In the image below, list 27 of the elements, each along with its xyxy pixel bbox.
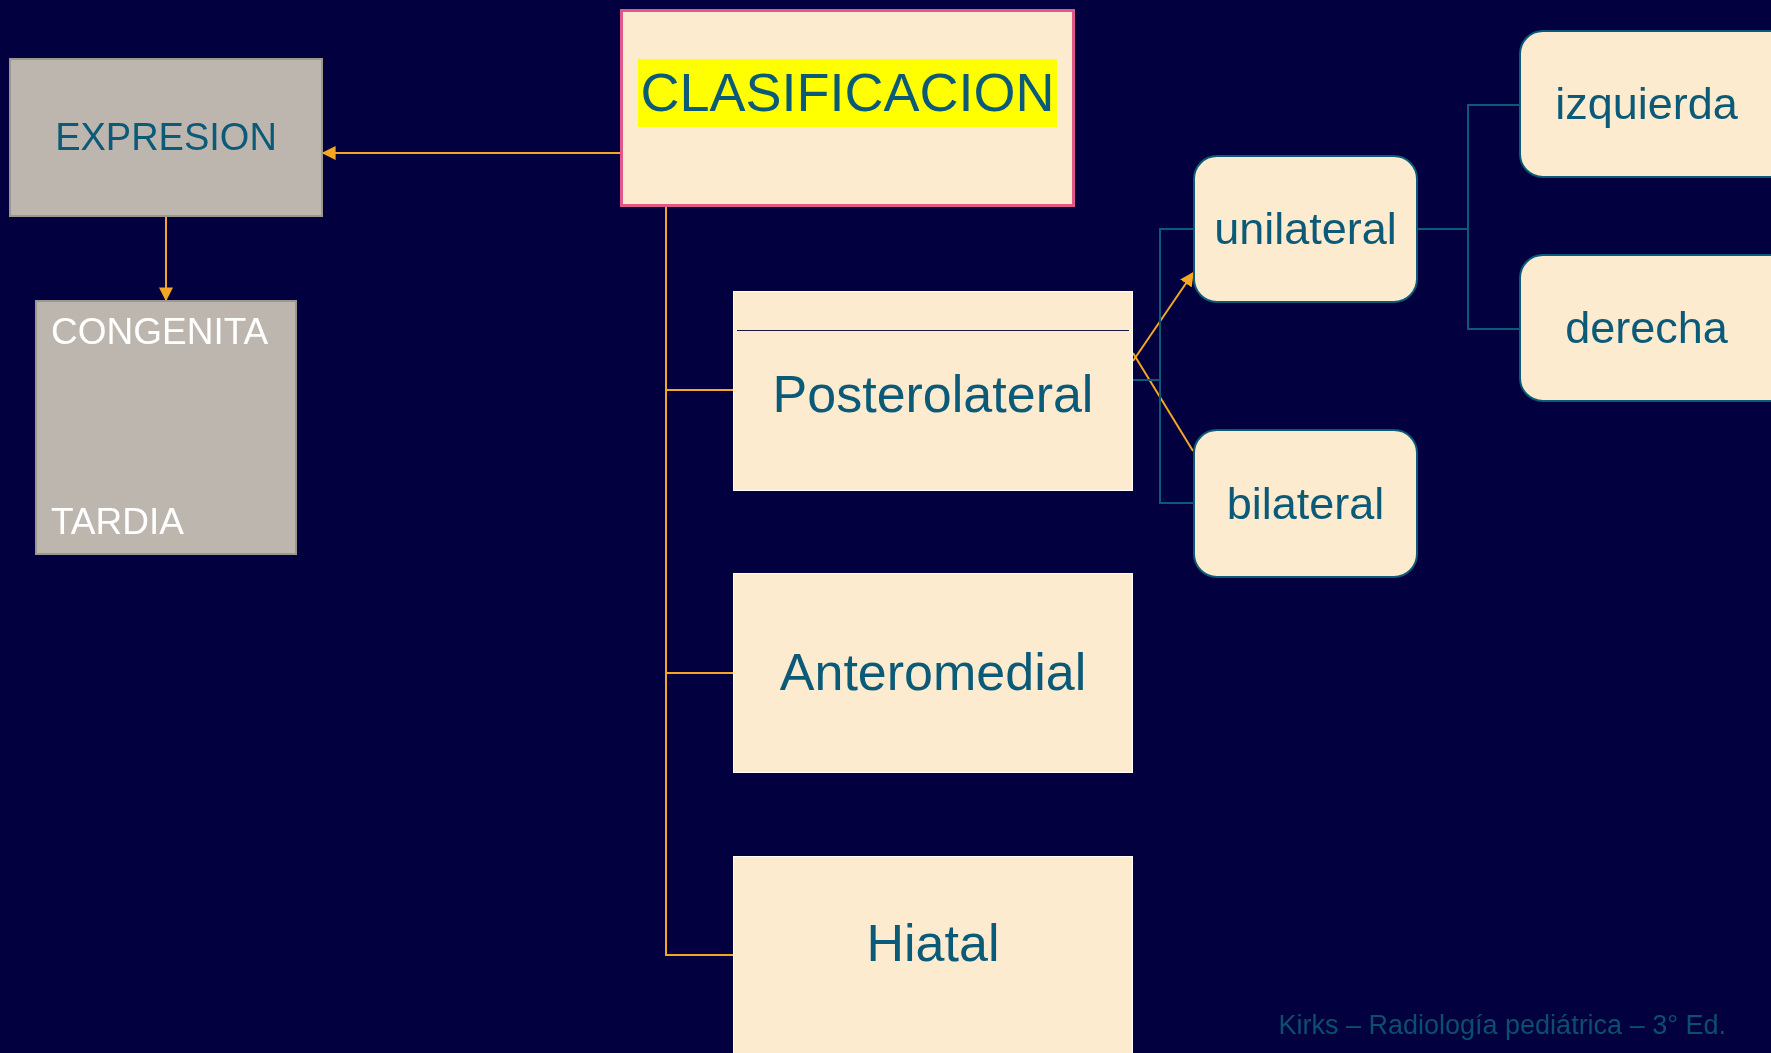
rounded-box bbox=[1519, 254, 1771, 402]
category-box bbox=[35, 300, 297, 555]
type-box bbox=[733, 573, 1133, 773]
connector-line bbox=[1132, 379, 1194, 504]
arrow bbox=[1132, 271, 1194, 362]
box-label: TARDIA bbox=[51, 502, 184, 543]
box-label: Anteromedial bbox=[779, 644, 1087, 702]
arrow bbox=[159, 216, 173, 302]
box-label: Posterolateral bbox=[772, 366, 1094, 424]
rounded-box bbox=[1193, 155, 1418, 303]
rounded-box bbox=[1193, 429, 1418, 578]
box-label: EXPRESION bbox=[55, 116, 277, 159]
box-label: bilateral bbox=[1226, 478, 1385, 529]
box-label: derecha bbox=[1565, 303, 1728, 353]
category-box bbox=[9, 58, 323, 217]
rounded-box bbox=[1519, 30, 1771, 178]
connector-line bbox=[1132, 352, 1194, 452]
box-label: izquierda bbox=[1555, 79, 1738, 129]
source-caption: Kirks – Radiología pediátrica – 3° Ed. bbox=[1278, 1010, 1726, 1041]
highlighted-heading: CLASIFICACION bbox=[638, 59, 1057, 127]
box-label: Hiatal bbox=[866, 915, 1000, 973]
type-box bbox=[733, 856, 1133, 1053]
connector-line bbox=[1417, 228, 1520, 330]
box-label: CONGENITA bbox=[51, 312, 269, 353]
box-label: unilateral bbox=[1214, 204, 1397, 254]
title-box bbox=[620, 9, 1075, 207]
type-box bbox=[733, 291, 1133, 491]
